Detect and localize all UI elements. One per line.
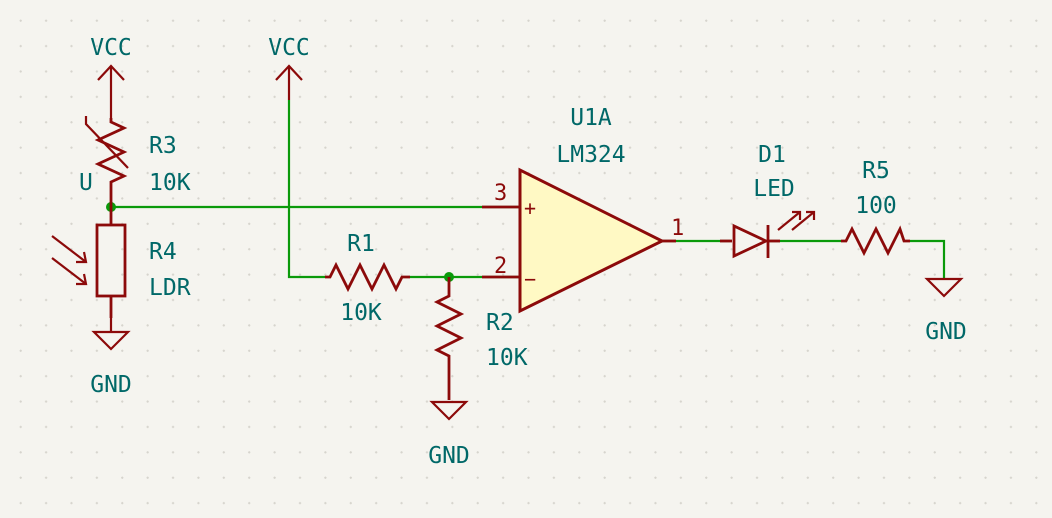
wires [111, 100, 946, 279]
wire-vcc-to-r1 [287, 100, 325, 279]
opamp-minus-sign: − [524, 267, 536, 291]
r5-value: 100 [855, 193, 897, 219]
r3-value: 10K [149, 170, 191, 196]
opamp-pin-1: 1 [671, 216, 684, 241]
gnd-label-mid: GND [428, 443, 470, 469]
opamp-pin-2: 2 [494, 254, 507, 279]
d1-ref: D1 [758, 142, 786, 168]
r2-ref: R2 [486, 310, 514, 336]
r3-resistor-symbol [84, 116, 129, 207]
opamp-pin-3: 3 [494, 181, 507, 206]
gnd-symbol-right [924, 277, 964, 298]
r3-ref: R3 [149, 133, 177, 159]
led-d1-symbol [720, 210, 816, 259]
r2-resistor-symbol [433, 277, 465, 400]
vcc-symbol-left [97, 64, 125, 118]
gnd-symbol-left [91, 318, 131, 351]
r5-resistor-symbol [841, 225, 910, 257]
gnd-symbol-mid [429, 400, 469, 421]
r4-ref: R4 [149, 239, 177, 265]
d1-value: LED [753, 176, 795, 202]
vcc-label-mid: VCC [268, 35, 310, 61]
opamp-u1a [482, 167, 676, 314]
u1-value: LM324 [556, 142, 625, 168]
r1-value: 10K [340, 300, 382, 326]
r4-ldr-symbol [51, 207, 127, 318]
gnd-label-left: GND [90, 372, 132, 398]
r1-ref: R1 [347, 231, 375, 257]
u1-ref: U1A [570, 105, 612, 131]
r2-value: 10K [486, 345, 528, 371]
r3-marker: U [79, 170, 93, 196]
r1-resistor-symbol [325, 261, 410, 293]
opamp-plus-sign: + [524, 196, 536, 220]
r4-value: LDR [149, 275, 191, 301]
gnd-label-right: GND [925, 319, 967, 345]
vcc-symbol-mid [275, 64, 303, 100]
vcc-label-left: VCC [90, 35, 132, 61]
wire-r5-to-gnd [910, 239, 946, 278]
r5-ref: R5 [862, 158, 890, 184]
